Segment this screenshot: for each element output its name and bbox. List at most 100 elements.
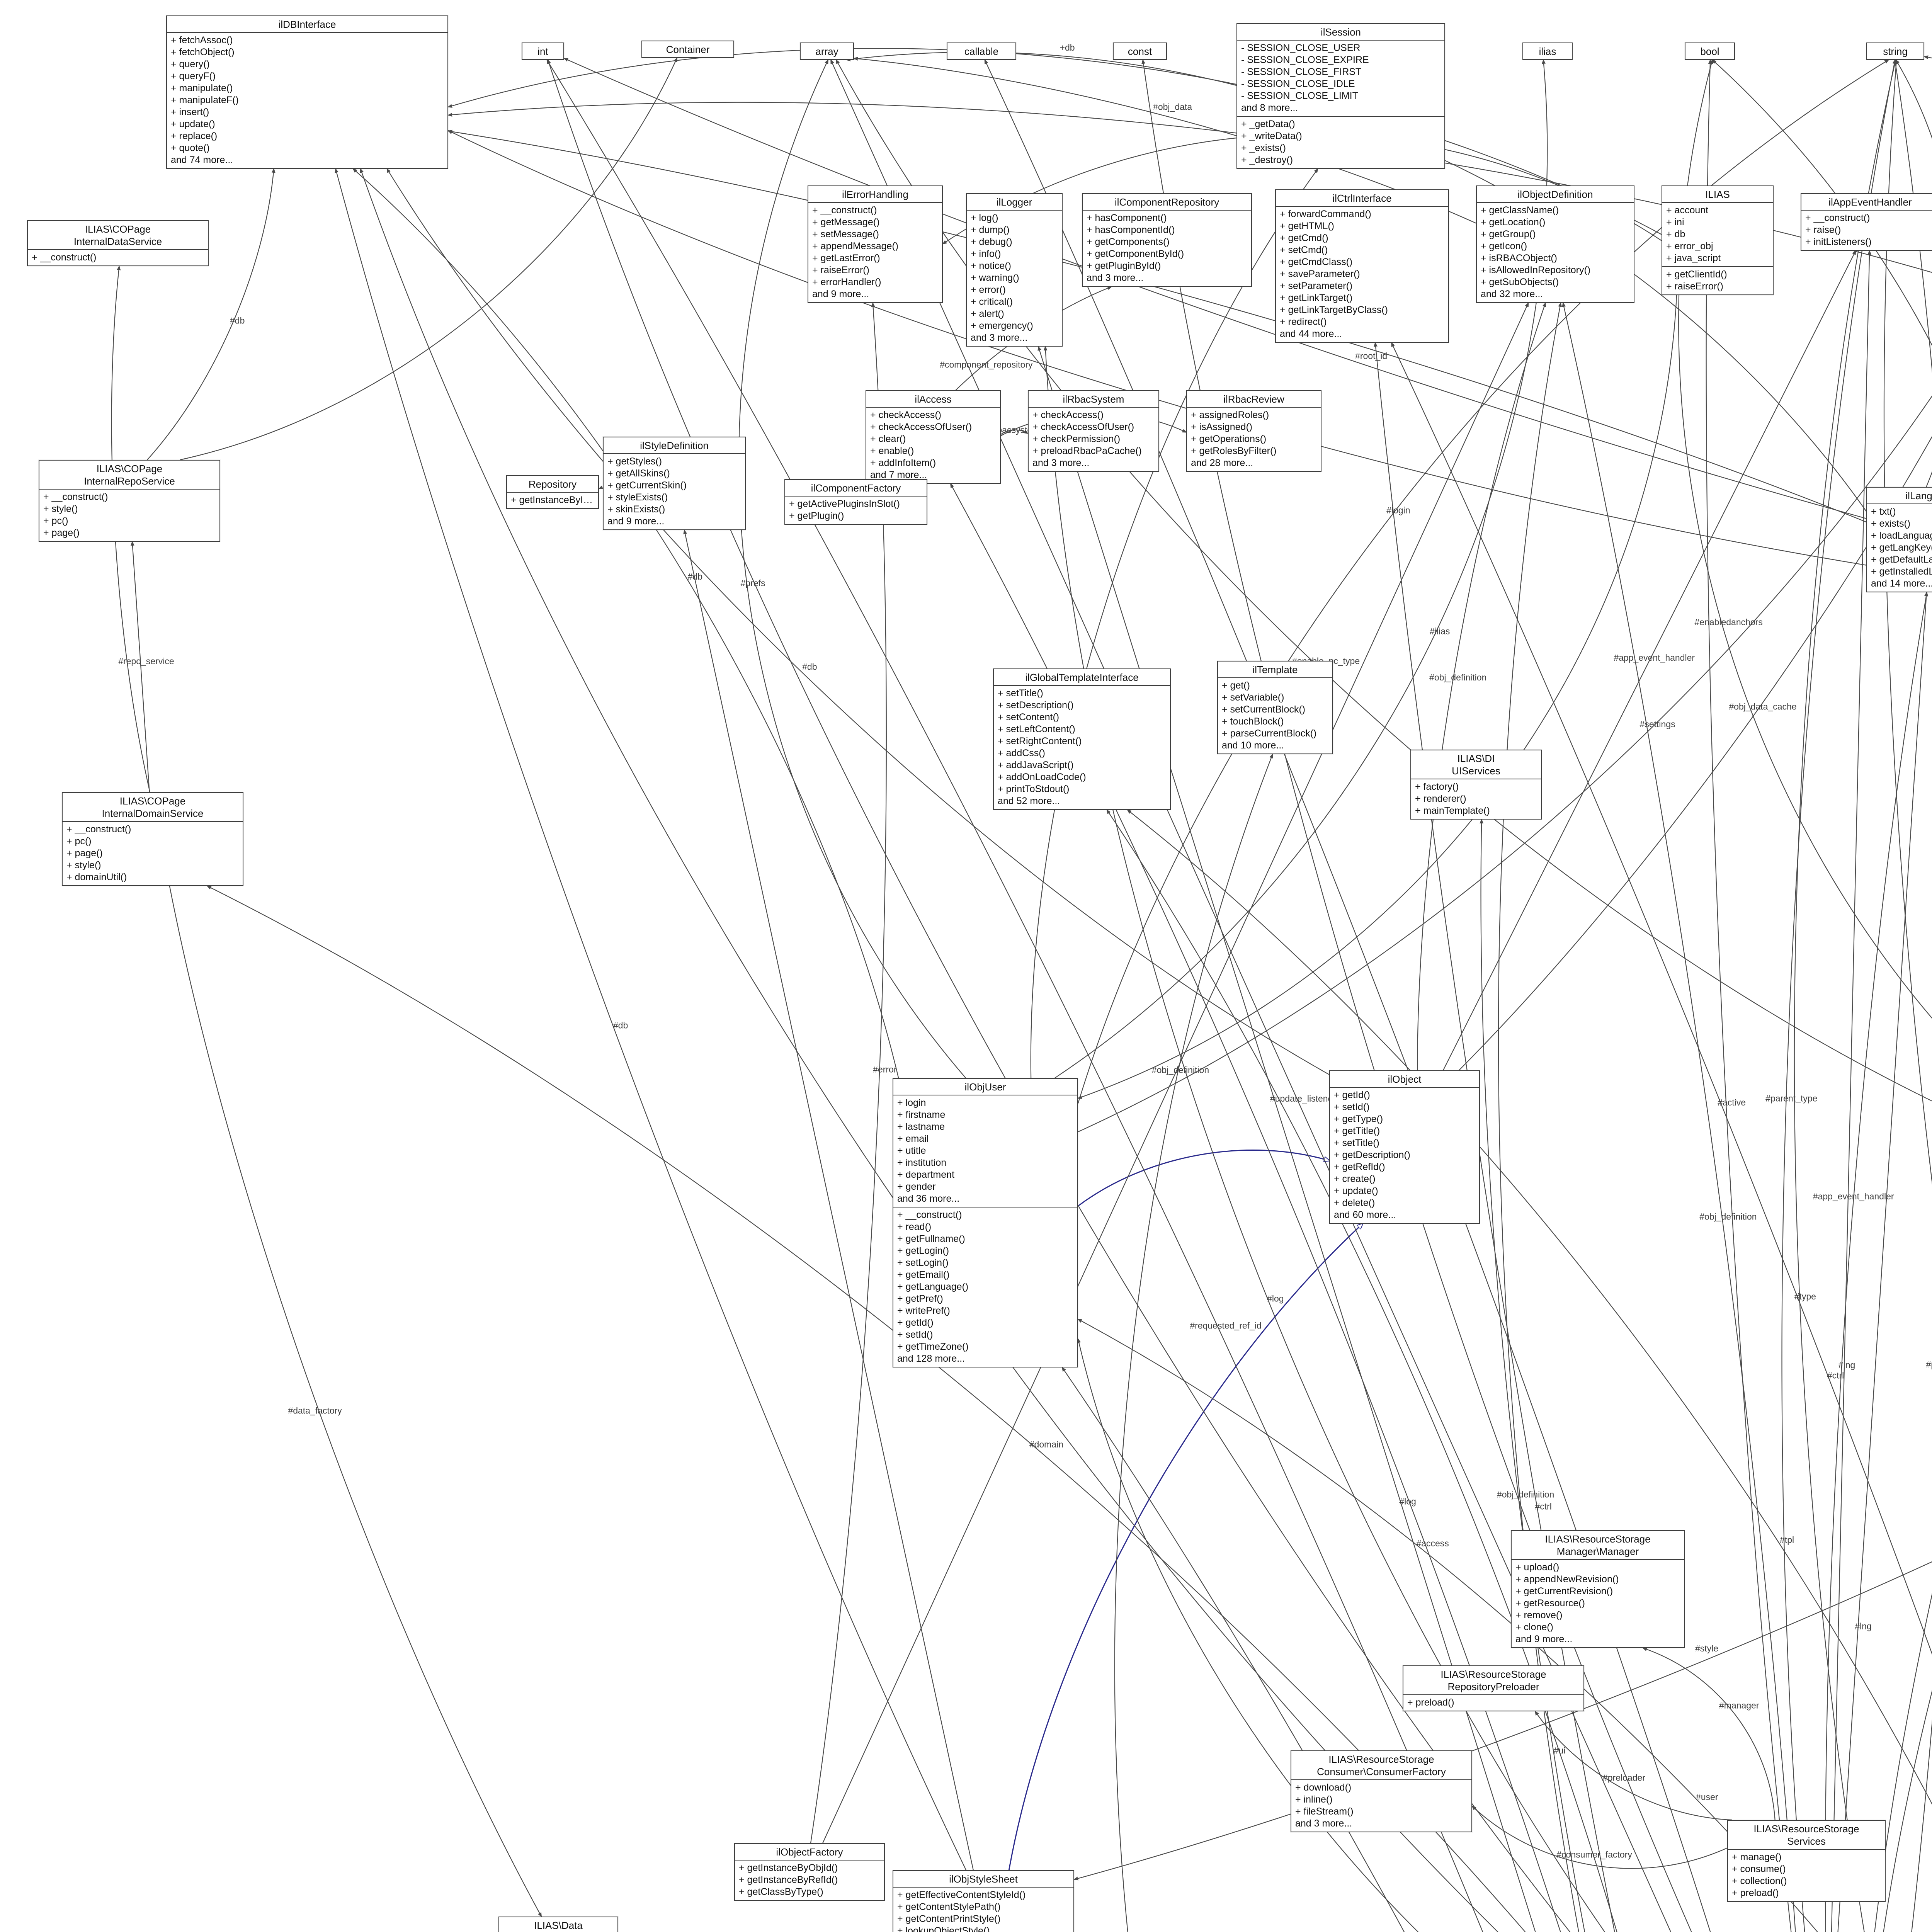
class-node-styledef[interactable]: ilStyleDefinition+ getStyles()+ getAllSk… [603, 437, 746, 530]
usage-edge [1030, 168, 1318, 1078]
usage-edge [1391, 342, 1932, 1655]
class-node-appevent[interactable]: ilAppEventHandler+ __construct()+ raise(… [1801, 193, 1932, 251]
member-row: and 3 more... [971, 332, 1028, 343]
usage-edge [1802, 488, 1932, 1932]
class-title: ilObjStyleSheet [949, 1873, 1018, 1885]
class-node-session[interactable]: ilSession- SESSION_CLOSE_USER- SESSION_C… [1236, 23, 1445, 169]
member-row: + _getData() [1241, 119, 1295, 129]
class-node-tpl[interactable]: ilTemplate+ get()+ setVariable()+ setCur… [1217, 661, 1333, 754]
member-row: + ini [1666, 217, 1684, 228]
class-node-stringb[interactable]: string [1866, 43, 1924, 60]
usage-edge [169, 886, 542, 1917]
member-row: + checkAccess() [1032, 410, 1104, 420]
member-row: + getCmd() [1280, 233, 1328, 243]
member-row: + manipulate() [171, 83, 233, 94]
member-row: + lookupObjectStyle() [897, 1925, 990, 1932]
class-node-constb[interactable]: const [1113, 43, 1167, 60]
usage-edge [1127, 809, 1932, 1805]
class-node-ilobject[interactable]: ilObject+ getId()+ setId()+ getType()+ g… [1329, 1070, 1480, 1224]
class-node-ctrl[interactable]: ilCtrlInterface+ forwardCommand()+ getHT… [1275, 189, 1449, 343]
member-row: + getInstanceByIdentification() [511, 495, 594, 505]
edge-label: #obj_definition [1152, 1065, 1209, 1075]
member-row: + isRBACObject() [1481, 253, 1557, 264]
class-node-objfactory[interactable]: ilObjectFactory+ getInstanceByObjId()+ g… [734, 1843, 885, 1901]
edge-label: #requested_ref_id [1190, 1321, 1261, 1331]
member-row: + writePref() [897, 1305, 950, 1316]
edge-label: #tpl [1780, 1535, 1794, 1545]
member-row: + getContentStylePath() [897, 1901, 1001, 1912]
member-section: + forwardCommand()+ getHTML()+ getCmd()+… [1276, 206, 1448, 342]
class-node-stylesheet[interactable]: ilObjStyleSheet+ getEffectiveContentStyl… [893, 1870, 1074, 1932]
member-row: + getLastError() [812, 253, 880, 264]
member-section: + getId()+ setId()+ getType()+ getTitle(… [1330, 1087, 1479, 1223]
member-row: + setLogin() [897, 1257, 949, 1268]
class-node-log[interactable]: ilLogger+ log()+ dump()+ debug()+ info()… [966, 193, 1063, 347]
usage-edge [147, 168, 276, 460]
member-row: + getMessage() [812, 217, 880, 228]
member-row: + getGroup() [1481, 229, 1536, 240]
class-node-compfactory[interactable]: ilComponentFactory+ getActivePluginsInSl… [784, 479, 927, 525]
member-row: + exists() [1871, 518, 1911, 529]
member-row: + _writeData() [1241, 131, 1302, 141]
member-row: + preload() [1407, 1697, 1454, 1708]
member-row: and 74 more... [171, 155, 233, 165]
class-node-rbacsys[interactable]: ilRbacSystem+ checkAccess()+ checkAccess… [1028, 390, 1159, 472]
class-node-objdef[interactable]: ilObjectDefinition+ getClassName()+ getL… [1476, 185, 1634, 303]
member-row: + info() [971, 248, 1001, 259]
member-row: and 28 more... [1191, 457, 1253, 468]
member-section: + getStyles()+ getAllSkins()+ getCurrent… [604, 453, 745, 529]
member-row: + error_obj [1666, 241, 1713, 252]
class-node-iliascls[interactable]: ILIAS+ account+ ini+ db+ error_obj+ java… [1662, 185, 1774, 295]
usage-edge [1893, 59, 1932, 1932]
class-node-access[interactable]: ilAccess+ checkAccess()+ checkAccessOfUs… [866, 390, 1001, 484]
member-row: and 52 more... [998, 796, 1060, 806]
member-section: + __construct()+ read()+ getFullname()+ … [893, 1207, 1077, 1367]
member-row: + preload() [1732, 1888, 1779, 1898]
member-row: + getLangKey() [1871, 542, 1932, 553]
class-node-gtpl[interactable]: ilGlobalTemplateInterface+ setTitle()+ s… [993, 668, 1171, 810]
usage-edge [1860, 145, 1932, 1932]
member-row: + institution [897, 1157, 947, 1168]
class-node-err[interactable]: ilErrorHandling+ __construct()+ getMessa… [808, 185, 943, 303]
member-row: + getDefaultLanguage() [1871, 554, 1932, 565]
member-row: + getEmail() [897, 1269, 950, 1280]
class-node-user[interactable]: ilObjUser+ login+ firstname+ lastname+ e… [893, 1078, 1078, 1367]
usage-edge [1895, 59, 1932, 487]
class-node-datafactory[interactable]: ILIAS\DataFactory+ ok()+ error()+ uri()+… [498, 1917, 618, 1932]
member-row: + parseCurrentBlock() [1222, 728, 1317, 739]
member-row: + hasComponentId() [1087, 224, 1175, 235]
class-node-dbif[interactable]: ilDBInterface+ fetchAssoc()+ fetchObject… [166, 15, 448, 169]
class-node-int[interactable]: int [522, 43, 564, 60]
class-node-comprepo[interactable]: ilComponentRepository+ hasComponent()+ h… [1082, 193, 1252, 287]
edge-label: #app_event_handler [1813, 1191, 1894, 1201]
member-row: + consume() [1732, 1864, 1786, 1874]
member-row: + getId() [1334, 1090, 1370, 1100]
member-row: and 14 more... [1871, 578, 1932, 589]
usage-edge [130, 541, 150, 793]
usage-edge [1883, 1690, 1932, 1932]
class-node-iliasb[interactable]: ilias [1522, 43, 1573, 60]
class-node-container[interactable]: Container [641, 41, 734, 58]
class-node-arr[interactable]: array [800, 43, 854, 60]
class-node-rbacreview[interactable]: ilRbacReview+ assignedRoles()+ isAssigne… [1186, 390, 1321, 472]
member-row: + getInstalledLanguages() [1871, 566, 1932, 577]
class-node-repo[interactable]: Repository+ getInstanceByIdentification(… [506, 475, 599, 509]
class-node-boolb[interactable]: bool [1685, 43, 1735, 60]
member-row: + setContent() [998, 712, 1060, 723]
usage-edge [1442, 250, 1856, 1071]
member-row: + emergency() [971, 320, 1033, 331]
class-node-callable[interactable]: callable [947, 43, 1016, 60]
member-section: + __construct()+ style()+ pc()+ page() [39, 489, 219, 541]
member-row: + firstname [897, 1109, 946, 1120]
class-node-lang[interactable]: ilLanguage+ txt()+ exists()+ loadLanguag… [1866, 487, 1932, 592]
member-row: + setCurrentBlock() [1222, 704, 1306, 715]
member-section: + getInstanceByObjId()+ getInstanceByRef… [735, 1860, 884, 1900]
